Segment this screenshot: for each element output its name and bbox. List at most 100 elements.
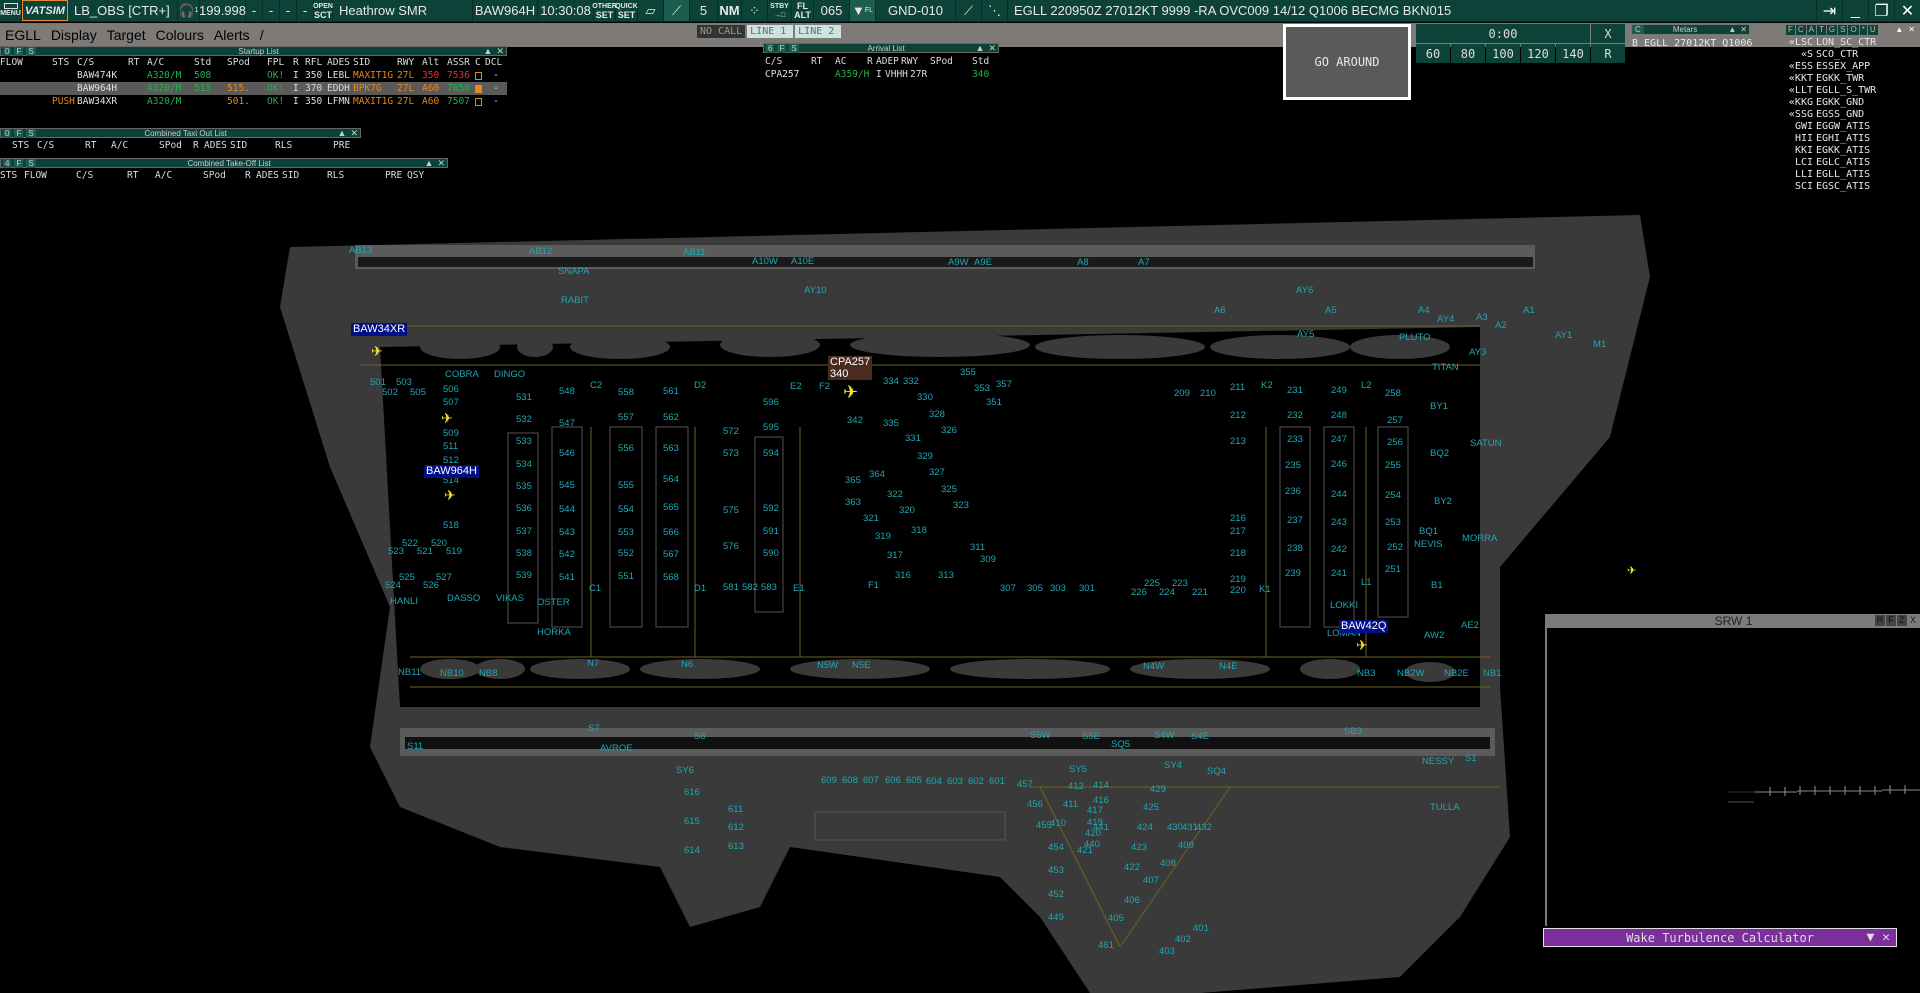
atc-tab-o[interactable]: O [1848, 24, 1859, 35]
dash-field-1[interactable]: - [246, 0, 263, 21]
clearance-checkbox[interactable] [475, 95, 485, 108]
restore-button[interactable]: ❐ [1868, 0, 1894, 22]
range-value[interactable]: 5 [690, 0, 718, 21]
aircraft-icon[interactable]: ✈ [1627, 565, 1637, 577]
callsign-display[interactable]: LB_OBS [CTR+] [68, 0, 178, 21]
dash-field-4[interactable]: - [297, 0, 314, 21]
timer-reset-button[interactable]: R [1591, 44, 1625, 63]
clearance-checkbox[interactable] [475, 69, 485, 82]
close-icon[interactable]: ✕ [1908, 24, 1915, 34]
srw-window[interactable]: SRW 1 R F Z X [1545, 614, 1920, 926]
ofs-s[interactable]: S [789, 43, 799, 53]
srw-close-button[interactable]: X [1909, 615, 1916, 625]
atc-tab-s[interactable]: S [1838, 24, 1848, 35]
atc-tab-u[interactable]: U [1867, 24, 1878, 35]
no-call-button[interactable]: NO CALL [697, 25, 746, 38]
aircraft-icon[interactable]: ✈ [1356, 637, 1368, 653]
altitude-filter[interactable]: GND-010 [876, 0, 956, 21]
transition-level[interactable]: 065 [814, 0, 850, 21]
close-icon[interactable]: ✕ [988, 42, 996, 53]
ofs-s[interactable]: S [26, 46, 36, 56]
range-unit-button[interactable]: NM [718, 0, 742, 21]
timer-preset-80[interactable]: 80 [1451, 44, 1485, 63]
srw-rotate-button[interactable]: R [1875, 615, 1885, 626]
atc-tab-t[interactable]: T [1817, 24, 1826, 35]
ofs-f[interactable]: F [777, 43, 787, 53]
dash-field-3[interactable]: - [280, 0, 297, 21]
menu-display[interactable]: Display [50, 27, 97, 43]
startup-list-row[interactable]: BAW964H A320/M 515 515. OK! I 370 EDDH B… [0, 82, 507, 95]
menu-slash[interactable]: / [259, 27, 264, 43]
metars-titlebar[interactable]: C Metars ▲✕ [1631, 24, 1750, 35]
metars-tab-c[interactable]: C [1632, 25, 1644, 34]
close-icon[interactable]: ✕ [350, 127, 358, 138]
map-tool-button[interactable]: ▱ [638, 0, 664, 21]
ofs-4[interactable]: 4 [3, 158, 12, 168]
aircraft-tag-baw42q[interactable]: BAW42Q [1339, 620, 1389, 633]
close-icon[interactable]: ✕ [1882, 930, 1890, 945]
menu-button[interactable]: MENU [0, 0, 22, 21]
route-tool-button[interactable]: ⋱ [982, 0, 1008, 21]
atc-tab-a[interactable]: A [1806, 24, 1817, 35]
arrival-list-row[interactable]: CPA257 A359/H I VHHH 27R 340 [765, 69, 990, 80]
atc-tab-star[interactable]: * [1859, 24, 1867, 35]
collapse-icon[interactable]: ▲ [1895, 24, 1904, 34]
aircraft-icon[interactable]: ✈ [371, 343, 383, 359]
popout-button[interactable]: ⇥ [1816, 0, 1842, 22]
selected-aircraft[interactable]: BAW964H [473, 0, 538, 21]
aircraft-icon[interactable]: ✈ [843, 382, 859, 402]
ofs-f[interactable]: F [14, 46, 24, 56]
menu-egll[interactable]: EGLL [5, 27, 41, 43]
timer-preset-140[interactable]: 140 [1556, 44, 1590, 63]
timer-preset-100[interactable]: 100 [1486, 44, 1520, 63]
wake-turbulence-calculator[interactable]: Wake Turbulence Calculator ▼ ✕ [1543, 928, 1897, 947]
atc-tab-c[interactable]: C [1795, 24, 1806, 35]
timer-preset-120[interactable]: 120 [1521, 44, 1555, 63]
ruler-tool-button[interactable]: ⟋ [664, 0, 690, 21]
atc-tab-g[interactable]: G [1826, 24, 1838, 35]
aircraft-tag-cpa257[interactable]: CPA257 340 [828, 356, 873, 380]
collapse-icon[interactable]: ▲ [483, 46, 493, 56]
aircraft-icon[interactable]: ✈ [444, 487, 456, 503]
ofs-0[interactable]: 0 [3, 128, 12, 138]
menu-colours[interactable]: Colours [155, 27, 204, 43]
ofs-f[interactable]: F [14, 128, 24, 138]
metar-line[interactable]: B EGLL 27012KT Q1006 [1632, 38, 1753, 49]
line-1-button[interactable]: LINE 1 [747, 25, 794, 38]
menu-target[interactable]: Target [106, 27, 146, 43]
srw-zoom-button[interactable]: Z [1897, 615, 1907, 626]
close-icon[interactable]: ✕ [437, 157, 445, 168]
dash-field-2[interactable]: - [263, 0, 280, 21]
ofs-s[interactable]: S [26, 158, 36, 168]
aircraft-tag-baw34xr[interactable]: BAW34XR [351, 323, 408, 336]
collapse-icon[interactable]: ▼ [1866, 930, 1875, 945]
headset-button[interactable]: 🎧1 [178, 0, 200, 21]
minimize-button[interactable]: _ [1842, 0, 1868, 22]
srw-filter-button[interactable]: F [1886, 615, 1896, 626]
srw-titlebar[interactable]: SRW 1 R F Z X [1547, 614, 1920, 628]
clearance-checkbox[interactable] [475, 82, 485, 95]
close-button[interactable]: ✕ [1894, 0, 1920, 22]
atc-tab-f[interactable]: F [1786, 24, 1795, 35]
ofs-s[interactable]: S [26, 128, 36, 138]
atc-list-titlebar[interactable]: F C A T G S O * U ▲ ✕ [1786, 24, 1918, 35]
